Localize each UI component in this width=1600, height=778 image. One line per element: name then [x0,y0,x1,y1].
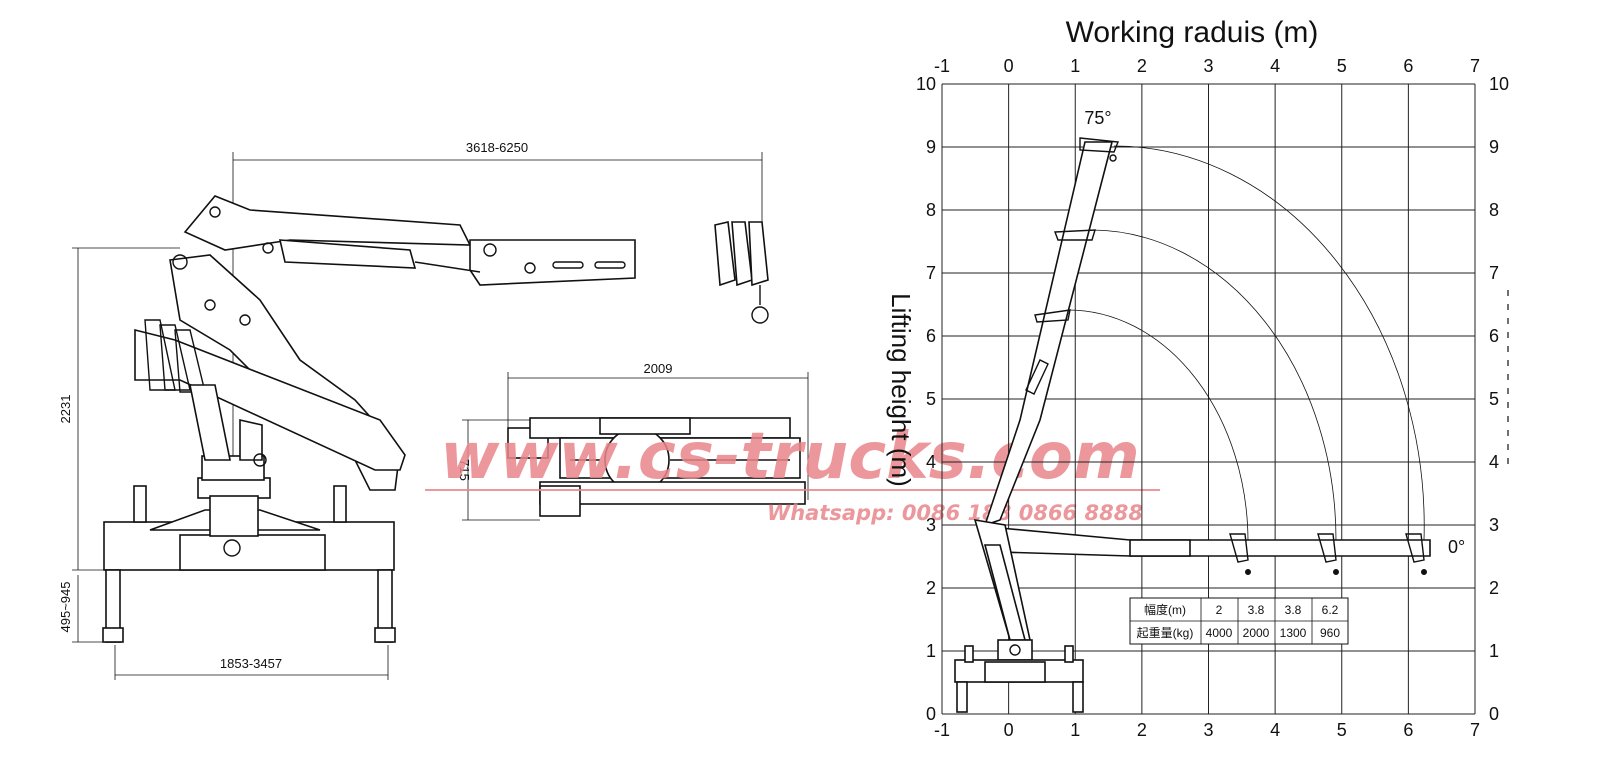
y-tick-label-left: 8 [926,200,936,220]
y-tick-label-left: 9 [926,137,936,157]
x-tick-label-top: 7 [1470,56,1480,76]
top-view: 2009 715 [457,361,809,521]
y-tick-label-right: 0 [1489,704,1499,724]
dimension-top-width: 2009 [644,361,673,376]
side-view: 3618-6250 2231 495~945 1853-3457 [58,140,769,680]
y-tick-label-left: 0 [926,704,936,724]
working-range-chart: Working raduis (m) Lifting height (m) -1… [886,16,1509,740]
table-cell: 1300 [1280,626,1307,640]
x-tick-label-top: 0 [1004,56,1014,76]
table-row-label-radius: 幅度(m) [1144,602,1186,617]
x-tick-label-bottom: 6 [1403,720,1413,740]
dimension-leg: 495~945 [58,582,73,633]
hook-icon [751,306,769,324]
table-cell: 6.2 [1322,603,1339,617]
x-tick-label-bottom: 0 [1004,720,1014,740]
x-tick-label-top: -1 [934,56,950,76]
table-row-label-load: 起重量(kg) [1137,626,1194,640]
boom-horizontal [999,527,1431,557]
x-tick-label-top: 3 [1203,56,1213,76]
x-tick-label-top: 1 [1070,56,1080,76]
y-tick-label-right: 8 [1489,200,1499,220]
telescopic-section [469,239,636,286]
x-tick-label-bottom: 1 [1070,720,1080,740]
y-tick-label-right: 4 [1489,452,1499,472]
upper-boom [183,195,472,251]
slew-base [197,477,271,499]
y-tick-label-left: 1 [926,641,936,661]
watermark-phone: Whatsapp: 0086 188 0866 8888 [767,501,1143,525]
x-tick-label-bottom: 5 [1337,720,1347,740]
y-tick-label-left: 6 [926,326,936,346]
x-tick-label-bottom: 2 [1137,720,1147,740]
x-tick-label-top: 5 [1337,56,1347,76]
chart-title: Working raduis (m) [1066,16,1319,49]
y-tick-label-right: 1 [1489,641,1499,661]
table-cell: 2000 [1243,626,1270,640]
y-tick-label-right: 7 [1489,263,1499,283]
x-tick-label-top: 4 [1270,56,1280,76]
range-arc-inner [1067,309,1249,541]
angle-label-75: 75° [1084,108,1111,128]
y-tick-label-right: 6 [1489,326,1499,346]
y-tick-label-right: 10 [1489,74,1509,94]
table-cell: 2 [1216,603,1223,617]
range-arc-outer [1113,145,1425,541]
x-tick-label-top: 6 [1403,56,1413,76]
chart-ylabel: Lifting height (m) [886,293,916,487]
x-tick-label-bottom: 3 [1203,720,1213,740]
y-tick-label-right: 9 [1489,137,1499,157]
x-tick-label-bottom: -1 [934,720,950,740]
dimension-spread: 1853-3457 [220,656,282,671]
y-tick-label-right: 5 [1489,389,1499,409]
table-cell: 960 [1320,626,1340,640]
y-tick-label-right: 2 [1489,578,1499,598]
y-tick-label-left: 4 [926,452,936,472]
table-cell: 4000 [1206,626,1233,640]
y-tick-label-left: 2 [926,578,936,598]
knuckle-boom [134,328,406,471]
load-table: 幅度(m) 起重量(kg) 2 3.8 3.8 6.2 4000 2000 13… [1129,597,1349,645]
y-tick-label-left: 3 [926,515,936,535]
dimension-reach: 3618-6250 [466,140,528,155]
angle-label-0: 0° [1448,537,1465,557]
dimension-top-height: 715 [457,459,472,481]
table-cell: 3.8 [1285,603,1302,617]
y-tick-label-right: 3 [1489,515,1499,535]
y-tick-label-left: 10 [916,74,936,94]
dimension-height: 2231 [58,395,73,424]
x-tick-label-top: 2 [1137,56,1147,76]
y-tick-label-left: 7 [926,263,936,283]
range-arc-middle [1091,229,1337,541]
table-cell: 3.8 [1248,603,1265,617]
y-tick-label-left: 5 [926,389,936,409]
x-tick-label-bottom: 4 [1270,720,1280,740]
x-tick-label-bottom: 7 [1470,720,1480,740]
